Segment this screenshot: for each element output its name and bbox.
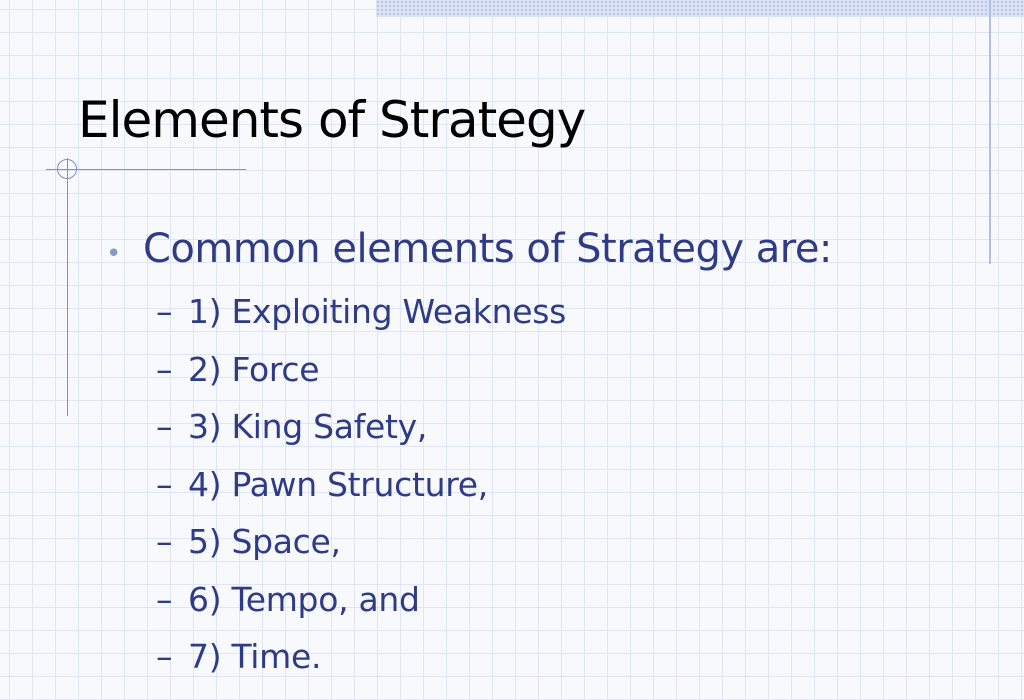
decorative-circle-icon	[57, 159, 77, 179]
sub-bullet-item: – 4) Pawn Structure,	[156, 456, 566, 514]
sub-bullet-item: – 7) Time.	[156, 628, 566, 686]
bullet-text: Common elements of Strategy are:	[143, 226, 832, 272]
bullet-item-main: • Common elements of Strategy are:	[106, 222, 832, 281]
sub-bullet-item: – 2) Force	[156, 341, 566, 399]
sub-bullet-text: 3) King Safety,	[188, 407, 428, 446]
decorative-right-line	[989, 0, 991, 264]
dash-icon: –	[156, 292, 173, 331]
dash-icon: –	[156, 522, 173, 561]
bullet-icon: •	[106, 239, 121, 269]
dash-icon: –	[156, 407, 173, 446]
decorative-left-line	[67, 158, 68, 416]
decorative-top-band	[376, 0, 1024, 17]
dash-icon: –	[156, 349, 173, 389]
sub-bullet-text: 6) Tempo, and	[188, 579, 420, 619]
sub-bullet-list: – 1) Exploiting Weakness – 2) Force – 3)…	[156, 283, 566, 686]
sub-bullet-item: – 5) Space,	[156, 513, 566, 571]
slide-title: Elements of Strategy	[78, 91, 586, 149]
sub-bullet-item: – 3) King Safety,	[156, 398, 566, 456]
sub-bullet-item: – 1) Exploiting Weakness	[156, 283, 566, 341]
sub-bullet-text: 4) Pawn Structure,	[188, 464, 488, 504]
sub-bullet-text: 7) Time.	[188, 637, 322, 676]
sub-bullet-text: 2) Force	[188, 349, 320, 389]
sub-bullet-text: 1) Exploiting Weakness	[188, 292, 567, 331]
dash-icon: –	[156, 637, 173, 676]
dash-icon: –	[156, 579, 173, 619]
bullet-list: • Common elements of Strategy are: – 1) …	[106, 222, 832, 676]
sub-bullet-item: – 6) Tempo, and	[156, 571, 566, 629]
decorative-title-rule	[46, 169, 246, 170]
sub-bullet-text: 5) Space,	[188, 522, 341, 561]
dash-icon: –	[156, 464, 173, 504]
